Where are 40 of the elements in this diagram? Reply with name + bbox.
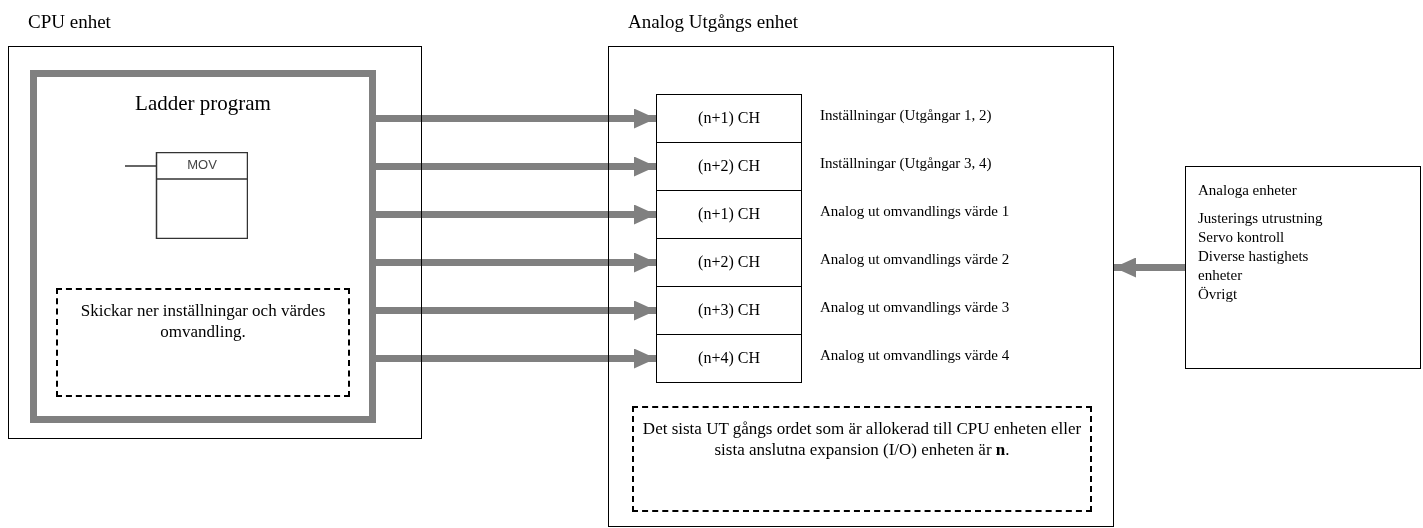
program-panel — [30, 70, 376, 423]
channel-description: Analog ut omvandlings värde 1 — [820, 203, 1010, 220]
unit-heading: CPU enhet — [28, 11, 111, 33]
arrow — [376, 204, 656, 225]
channel-label: (n+2) CH — [697, 253, 761, 271]
device-box — [1185, 166, 1421, 369]
list-item: Diverse hastighets enheter — [1198, 247, 1310, 285]
channel-box — [656, 94, 802, 143]
unit-heading: Analog Utgångs enhet — [628, 11, 798, 33]
list-item: Servo kontroll — [1198, 228, 1286, 247]
arrow — [376, 156, 656, 177]
channel-description: Analog ut omvandlings värde 3 — [820, 299, 1010, 316]
arrow — [376, 300, 656, 321]
function-block — [125, 152, 248, 239]
box-heading: Analoga enheter — [1198, 181, 1298, 200]
panel-heading: Ladder program — [134, 91, 272, 116]
note-text: Det sista UT gångs ordet som är allokerad till CPU enheten eller sista anslutna expansion (I/O) enheten är n. — [642, 418, 1082, 460]
note-box — [632, 406, 1092, 512]
channel-label: (n+2) CH — [697, 157, 761, 175]
channel-description: Analog ut omvandlings värde 2 — [820, 251, 1010, 268]
arrow — [376, 348, 656, 369]
channel-description: Inställningar (Utgångar 3, 4) — [820, 155, 992, 172]
arrow — [376, 252, 656, 273]
channel-description: Analog ut omvandlings värde 4 — [820, 347, 1010, 364]
channel-box — [656, 190, 802, 239]
note-text: Skickar ner inställningar och värdes omvandling. — [79, 300, 327, 342]
list-item: Justerings utrustning — [1198, 209, 1324, 228]
list-item: Övrigt — [1198, 285, 1239, 304]
channel-label: (n+1) CH — [697, 205, 761, 223]
channel-label: (n+1) CH — [697, 109, 761, 127]
channel-box — [656, 142, 802, 191]
channel-box — [656, 238, 802, 287]
note-box — [56, 288, 350, 397]
arrow — [376, 108, 656, 129]
channel-label: (n+3) CH — [697, 301, 761, 319]
channel-label: (n+4) CH — [697, 349, 761, 367]
block-label: MOV — [186, 157, 218, 172]
channel-box — [656, 334, 802, 383]
channel-description: Inställningar (Utgångar 1, 2) — [820, 107, 992, 124]
channel-box — [656, 286, 802, 335]
